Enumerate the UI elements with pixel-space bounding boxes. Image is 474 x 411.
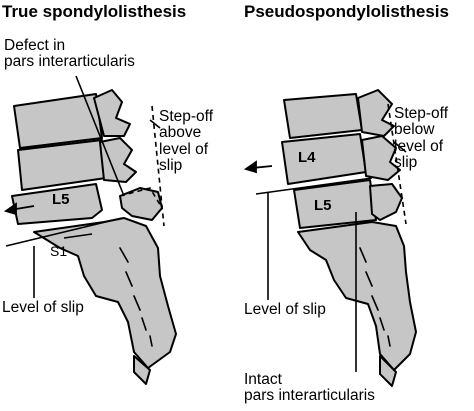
left-sacrum	[33, 217, 177, 369]
left-s1-label: S1	[50, 243, 68, 259]
intact-label: Intact pars interarticularis	[244, 371, 375, 405]
right-coccyx	[379, 355, 397, 387]
left-s1-leader	[63, 233, 93, 239]
left-level-line	[5, 217, 123, 247]
right-l4-label: L4	[298, 149, 316, 166]
left-detached-posterior-arch	[119, 187, 163, 221]
arrow-left-icon	[3, 202, 17, 216]
defect-label: Defect in pars interarticularis	[4, 37, 135, 71]
arrow-left-icon	[243, 160, 257, 174]
right-stepoff-leader	[393, 141, 407, 153]
left-middle-posterior-elements	[99, 137, 137, 183]
left-stepoff-label: Step-off above level of slip	[159, 108, 214, 174]
left-stepoff-leader	[149, 119, 161, 129]
left-coccyx	[133, 355, 151, 385]
right-sacrum	[297, 221, 417, 371]
right-sacral-marks	[359, 247, 391, 347]
right-level-line	[255, 177, 373, 195]
right-l4-body	[281, 133, 367, 185]
left-upper-posterior-elements	[93, 89, 131, 137]
left-upper-vertebra	[13, 93, 103, 149]
right-l5-label: L5	[314, 197, 332, 214]
left-l5-body	[11, 183, 103, 225]
right-level-label: Level of slip	[244, 301, 326, 318]
right-upper-posterior-elements	[357, 89, 395, 137]
right-l5-posterior-arch	[369, 183, 403, 221]
right-upper-vertebra	[283, 93, 363, 139]
left-panel-title: True spondylolisthesis	[2, 2, 187, 21]
left-level-label: Level of slip	[2, 299, 84, 316]
right-stepoff-dashed-line	[387, 103, 407, 225]
right-stepoff-label: Step-off below level of slip	[394, 105, 449, 171]
right-panel-title: Pseudospondylolisthesis	[244, 2, 449, 21]
right-l4-posterior-elements	[361, 135, 401, 181]
left-stepoff-dashed-line	[151, 105, 165, 227]
left-defect-leader	[75, 75, 125, 197]
left-l5-label: L5	[52, 191, 70, 208]
left-slip-outline	[119, 187, 163, 209]
left-sacral-marks	[119, 247, 153, 347]
left-middle-vertebra	[17, 139, 107, 191]
